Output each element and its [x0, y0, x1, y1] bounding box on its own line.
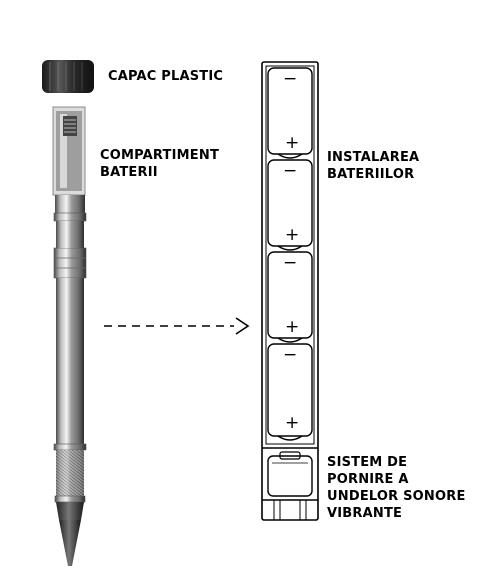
label-vibration-system: SISTEM DE PORNIRE A UNDELOR SONORE VIBRA…: [327, 455, 466, 521]
battery-cell-1: [267, 67, 313, 159]
battery-cell-3: [267, 251, 313, 343]
plus-sign-2: +: [285, 225, 299, 245]
vibration-module: [262, 447, 318, 520]
plus-sign-3: +: [285, 317, 299, 337]
plus-sign-4: +: [285, 413, 299, 433]
plastic-cap: [42, 60, 94, 93]
battery-cell-4: [267, 343, 313, 441]
battery-cell-2: [267, 159, 313, 251]
minus-sign-2: −: [283, 161, 297, 181]
device-body: [53, 195, 87, 503]
dashed-arrow: [104, 317, 250, 335]
minus-sign-3: −: [283, 253, 297, 273]
minus-sign-1: −: [283, 69, 297, 89]
battery-holder: [261, 61, 319, 521]
label-battery-compartment: COMPARTIMENT BATERII: [100, 148, 220, 180]
label-battery-installation: INSTALAREA BATERIILOR: [327, 150, 420, 182]
battery-compartment-tube: [52, 106, 86, 196]
plus-sign-1: +: [285, 133, 299, 153]
minus-sign-4: −: [283, 345, 297, 365]
spike-tip: [56, 502, 84, 566]
label-plastic-cap: CAPAC PLASTIC: [108, 69, 224, 84]
